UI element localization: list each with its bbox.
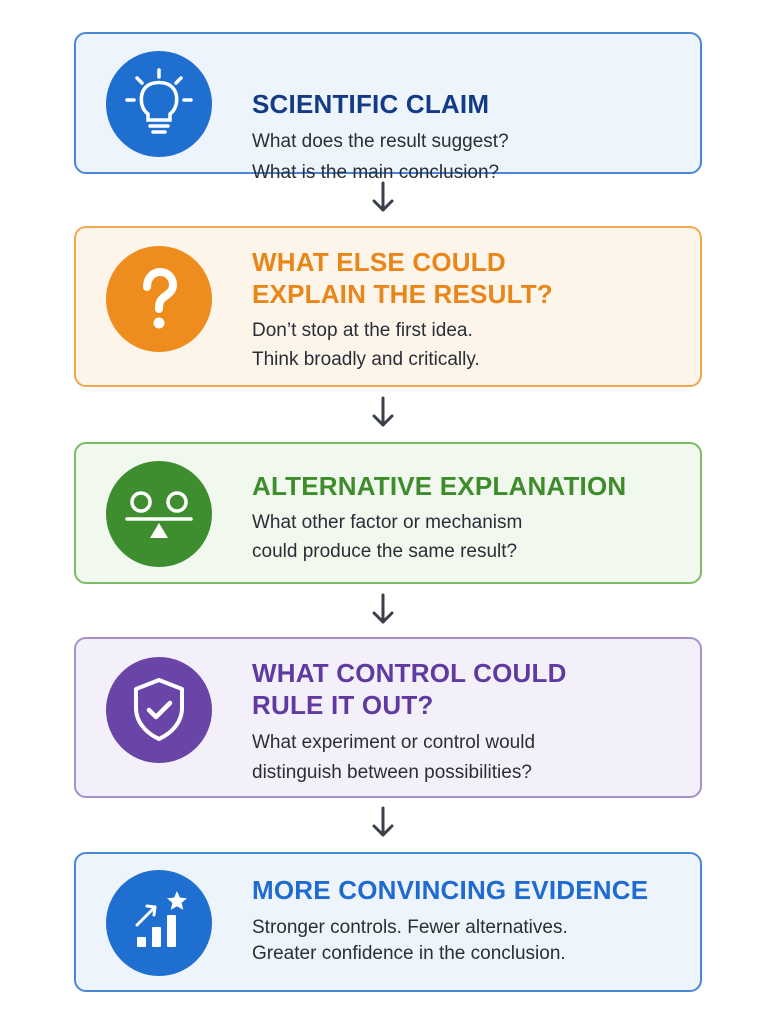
step-title: SCIENTIFIC CLAIM xyxy=(252,89,490,119)
down-arrow-icon xyxy=(372,806,394,837)
balance-scale-icon xyxy=(106,461,212,567)
question-mark-icon xyxy=(106,246,212,352)
step-description-line: could produce the same result? xyxy=(252,541,518,562)
step-description-line: Greater confidence in the conclusion. xyxy=(252,943,566,964)
down-arrow-icon xyxy=(372,593,394,624)
step-card-alternative-explanation: ALTERNATIVE EXPLANATION What other facto… xyxy=(74,442,702,584)
lightbulb-icon xyxy=(106,51,212,157)
step-card-scientific-claim: SCIENTIFIC CLAIM What does the result su… xyxy=(74,32,702,183)
step-description-line: distinguish between possibilities? xyxy=(252,762,532,783)
step-description-line: Think broadly and critically. xyxy=(252,349,480,370)
step-title: WHAT ELSE COULD EXPLAIN THE RESULT? xyxy=(252,247,553,309)
step-card-what-else-could-explain: WHAT ELSE COULD EXPLAIN THE RESULT? Don’… xyxy=(74,226,702,387)
step-description-line: What other factor or mechanism xyxy=(252,512,523,533)
step-description-line: What does the result suggest? xyxy=(252,131,509,152)
step-description-line: What is the main conclusion? xyxy=(252,162,500,183)
down-arrow-icon xyxy=(372,181,394,212)
step-description-line: What experiment or control would xyxy=(252,732,536,753)
step-description-line: Don’t stop at the first idea. xyxy=(252,320,473,341)
step-title: MORE CONVINCING EVIDENCE xyxy=(252,875,649,905)
step-card-what-control-could-rule-it-out: WHAT CONTROL COULD RULE IT OUT? What exp… xyxy=(74,637,702,798)
step-card-more-convincing-evidence: MORE CONVINCING EVIDENCE Stronger contro… xyxy=(74,852,702,992)
down-arrow-icon xyxy=(372,396,394,427)
step-title: ALTERNATIVE EXPLANATION xyxy=(252,471,627,501)
growth-chart-star-icon xyxy=(106,870,212,976)
shield-check-icon xyxy=(106,657,212,763)
step-title: WHAT CONTROL COULD RULE IT OUT? xyxy=(252,658,567,720)
step-description-line: Stronger controls. Fewer alternatives. xyxy=(252,917,568,938)
